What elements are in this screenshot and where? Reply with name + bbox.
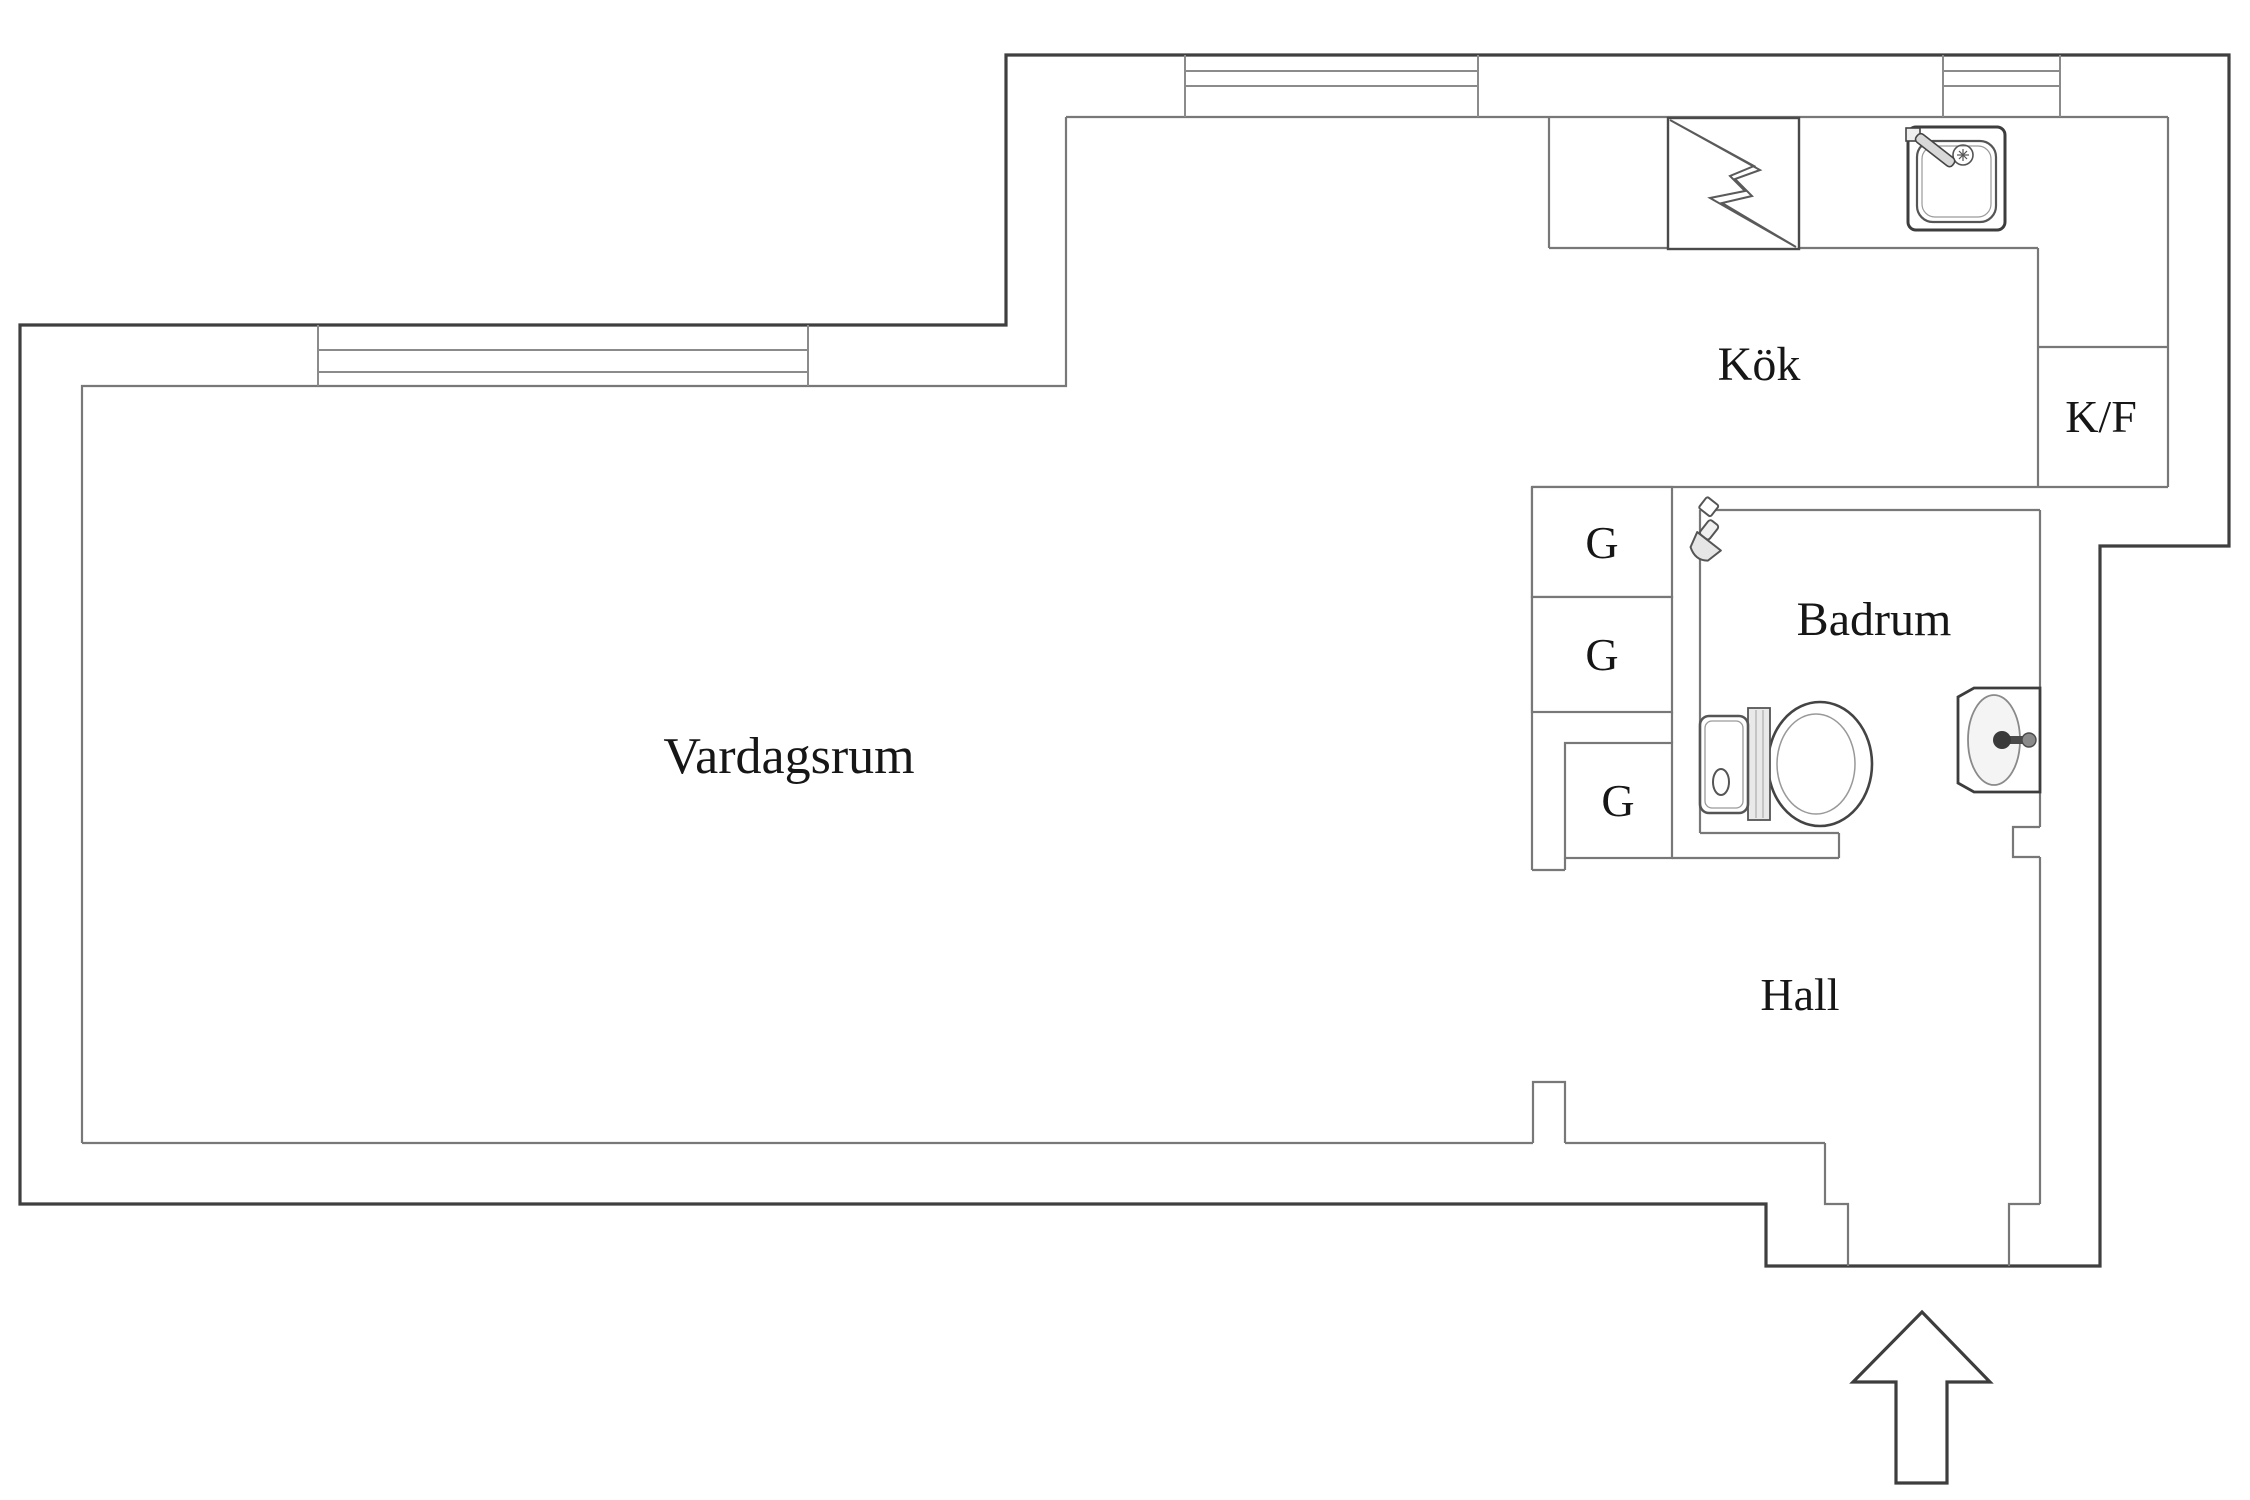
kitchen-window-right [1942, 55, 2061, 117]
room-label-vardagsrum: Vardagsrum [663, 728, 914, 785]
outer-perimeter-wall [18, 53, 2231, 1268]
bathroom-fixtures [1689, 496, 2042, 828]
bottom-wall-pilaster [1531, 1080, 1567, 1143]
washbasin-icon [1956, 686, 2042, 794]
wardrobe-2 [1530, 595, 1674, 714]
bathroom-door-east-jamb [2011, 825, 2040, 859]
entry-step-east [2007, 1202, 2040, 1266]
windows [317, 55, 2061, 386]
living-room-window [317, 325, 809, 386]
room-label-badrum: Badrum [1797, 593, 1952, 646]
wardrobe-1 [1530, 485, 1674, 599]
living-room-inner-top-wall [80, 117, 1068, 1143]
room-labels: Vardagsrum Kök K/F Badrum Hall G G G [663, 338, 2136, 1020]
wardrobes [1530, 485, 1674, 860]
kitchen-fittings [1547, 116, 2168, 487]
closet-label-2: G [1585, 629, 1618, 680]
room-label-hall: Hall [1760, 969, 1839, 1020]
toilet-icon [1698, 700, 1874, 828]
stove-lightning-icon [1666, 116, 1801, 251]
kitchen-window-left [1184, 55, 1479, 117]
room-label-kok: Kök [1718, 338, 1801, 391]
room-label-kf: K/F [2065, 391, 2137, 442]
closet-label-1: G [1585, 517, 1618, 568]
kitchen-sink-icon [1905, 125, 2007, 232]
shower-head-icon [1689, 496, 1722, 562]
entry-step-west [1823, 1143, 1850, 1266]
closet-label-3: G [1601, 775, 1634, 826]
entry-arrow-up-icon [1849, 1309, 1994, 1485]
outer-walls [18, 53, 2231, 1268]
wardrobe-3 [1563, 741, 1674, 860]
interior-walls [80, 115, 2170, 1266]
